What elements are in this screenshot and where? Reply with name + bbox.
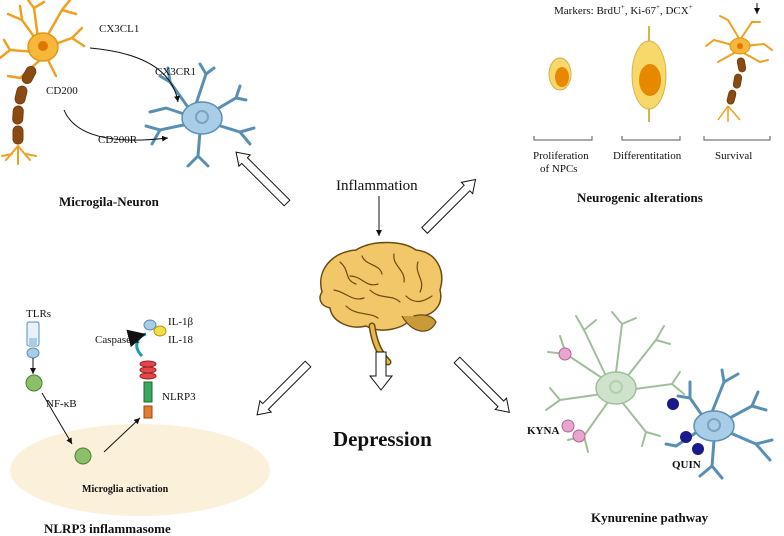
label-caspase: Caspase-1 [95, 334, 140, 346]
label-tlrs: TLRs [26, 308, 51, 320]
tlr-receptor-icon [26, 321, 40, 359]
kyna-molecule [572, 429, 586, 443]
label-quin: QUIN [672, 459, 701, 471]
brdu-sup: + [621, 3, 625, 11]
label-cx3cr1: CX3CR1 [155, 66, 196, 78]
kyna-molecule [558, 347, 572, 361]
quin-molecule [692, 443, 704, 455]
microglia-kynurenine-icon [664, 368, 774, 480]
label-cx3cl1: CX3CL1 [99, 23, 139, 35]
differentiating-cell-icon [631, 26, 667, 122]
survival-neuron-icon [705, 15, 773, 122]
label-differentiation: Differentitation [613, 150, 682, 162]
label-nlrp3: NLRP3 [162, 391, 196, 403]
label-cd200: CD200 [46, 85, 78, 97]
brain-icon [319, 241, 443, 366]
diagonal-arrows [235, 151, 510, 416]
title-neurogenic: Neurogenic alterations [577, 190, 703, 205]
label-depression: Depression [333, 427, 432, 451]
label-of-npcs: of NPCs [540, 163, 578, 175]
dcx-sup: + [689, 3, 693, 11]
microglia-neuron-panel: CX3CL1 CX3CR1 CD200 CD200R Microgila-Neu… [0, 0, 256, 209]
stage-brackets [533, 136, 771, 141]
label-survival: Survival [715, 150, 752, 162]
title-nlrp3: NLRP3 inflammasome [44, 521, 171, 536]
npc-cell-icon [548, 57, 572, 91]
center-panel: Inflammation Depression [235, 151, 510, 451]
neuron-icon [0, 0, 86, 165]
label-il18: IL-18 [168, 334, 194, 346]
label-cd200r: CD200R [98, 134, 138, 146]
label-microglia-activation: Microglia activation [82, 484, 169, 495]
label-inflammation: Inflammation [336, 178, 418, 194]
title-microglia-neuron: Microgila-Neuron [59, 194, 160, 209]
nfkb-translocated-node [74, 447, 92, 465]
activation-background [10, 424, 270, 516]
quin-molecule [680, 431, 692, 443]
nfkb-node [25, 374, 43, 392]
kyna-molecule [561, 419, 575, 433]
nlrp3-complex-icon [126, 319, 167, 419]
markers-prefix: Markers: BrdU [554, 5, 621, 17]
label-nfkb: NF-κB [46, 398, 77, 410]
microglia-icon [144, 62, 256, 168]
markers-ki67: , Ki-67 [625, 5, 657, 17]
neurogenic-panel: Markers: BrdU+, Ki-67+, DCX+ [533, 3, 773, 205]
quin-molecule [667, 398, 679, 410]
markers-dcx: , DCX [660, 5, 689, 17]
label-proliferation: Proliferation [533, 150, 589, 162]
markers-label: Markers: BrdU+, Ki-67+, DCX+ [554, 3, 693, 17]
label-kyna: KYNA [527, 425, 559, 437]
kynurenine-panel: KYNA QUIN Kynurenine pathway [527, 311, 774, 525]
label-il1b: IL-1β [168, 316, 194, 328]
nlrp3-panel: TLRs NF-κB Caspase-1 IL-1β IL-18 NLRP3 M… [10, 308, 270, 536]
ki67-sup: + [656, 3, 660, 11]
title-kynurenine: Kynurenine pathway [591, 510, 709, 525]
